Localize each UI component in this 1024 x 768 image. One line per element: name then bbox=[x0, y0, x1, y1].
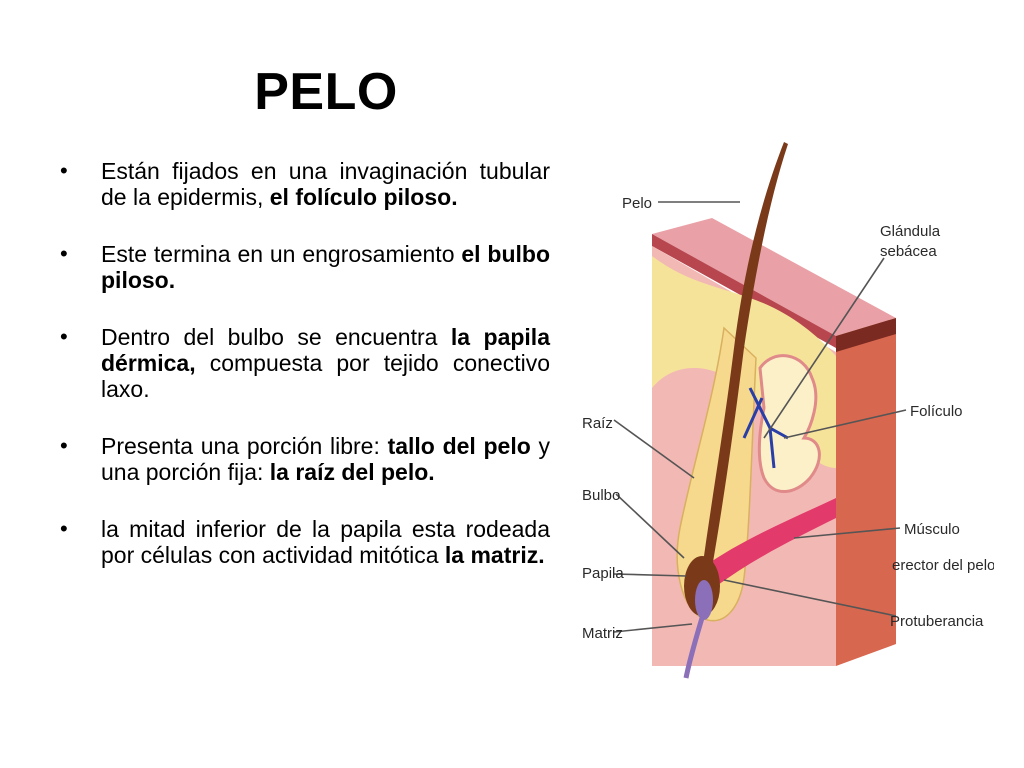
label-matriz: Matriz bbox=[582, 625, 623, 642]
label-protuberancia: Protuberancia bbox=[890, 613, 984, 630]
bullet-text: Este termina en un engrosamiento bbox=[101, 241, 462, 267]
hair-follicle-illustration: Pelo Glándula sebácea Folículo Raíz Bulb… bbox=[582, 142, 994, 679]
label-musculo-1: Músculo bbox=[904, 521, 960, 538]
label-bulbo: Bulbo bbox=[582, 487, 620, 504]
label-glandula-1: Glándula bbox=[880, 223, 941, 240]
bullet-item: • Dentro del bulbo se encuentra la papila… bbox=[58, 324, 550, 402]
bullet-dot: • bbox=[60, 516, 68, 541]
label-glandula-2: sebácea bbox=[880, 243, 937, 260]
bullet-dot: • bbox=[60, 241, 68, 266]
bullet-text-bold: el folículo piloso. bbox=[269, 184, 458, 210]
label-musculo-2: erector del pelo bbox=[892, 557, 994, 574]
bullet-text: Están fijados en una invaginación tubula… bbox=[101, 158, 550, 210]
bullet-item: • Están fijados en una invaginación tubul… bbox=[58, 158, 550, 210]
bullet-list: • Están fijados en una invaginación tubul… bbox=[58, 158, 550, 599]
skin-top-face bbox=[652, 218, 896, 336]
bullet-text-bold: tallo del pelo bbox=[387, 433, 531, 459]
bullet-text-bold: la raíz del pelo. bbox=[269, 459, 435, 485]
bullet-text-bold: la papila dérmica, bbox=[101, 324, 550, 376]
leader-lines bbox=[613, 201, 907, 633]
bullet-text: compuesta por tejido conectivo laxo. bbox=[101, 350, 550, 402]
bullet-text: y una porción fija: bbox=[101, 433, 551, 485]
dermal-papilla bbox=[695, 580, 713, 620]
bullet-text: Presenta una porción libre: bbox=[101, 433, 388, 459]
hair-follicle-diagram: Pelo Glándula sebácea Folículo Raíz Bulb… bbox=[574, 138, 994, 698]
label-pelo: Pelo bbox=[622, 195, 652, 212]
bullet-item: • Este termina en un engrosamiento el bul… bbox=[58, 241, 550, 293]
bullet-dot: • bbox=[60, 324, 68, 349]
bullet-item: • Presenta una porción libre: tallo del p… bbox=[58, 433, 550, 485]
erector-muscle bbox=[702, 498, 836, 588]
bullet-text-bold: el bulbo piloso. bbox=[101, 241, 550, 293]
bullet-item: • la mitad inferior de la papila esta ro… bbox=[58, 516, 550, 568]
side-epidermis bbox=[836, 318, 896, 352]
skin-side-face bbox=[836, 318, 896, 666]
bullet-dot: • bbox=[60, 158, 68, 183]
slide-title: PELO bbox=[254, 63, 398, 121]
hair-shaft bbox=[702, 142, 788, 570]
papilla-vessel bbox=[683, 617, 705, 679]
bullet-text: Dentro del bulbo se encuentra bbox=[101, 324, 451, 350]
bullet-dot: • bbox=[60, 433, 68, 458]
label-papila: Papila bbox=[582, 565, 624, 582]
label-raiz: Raíz bbox=[582, 415, 613, 432]
label-foliculo: Folículo bbox=[910, 403, 963, 420]
bullet-text: la mitad inferior de la papila esta rode… bbox=[101, 516, 550, 568]
bullet-text-bold: la matriz. bbox=[444, 542, 545, 568]
